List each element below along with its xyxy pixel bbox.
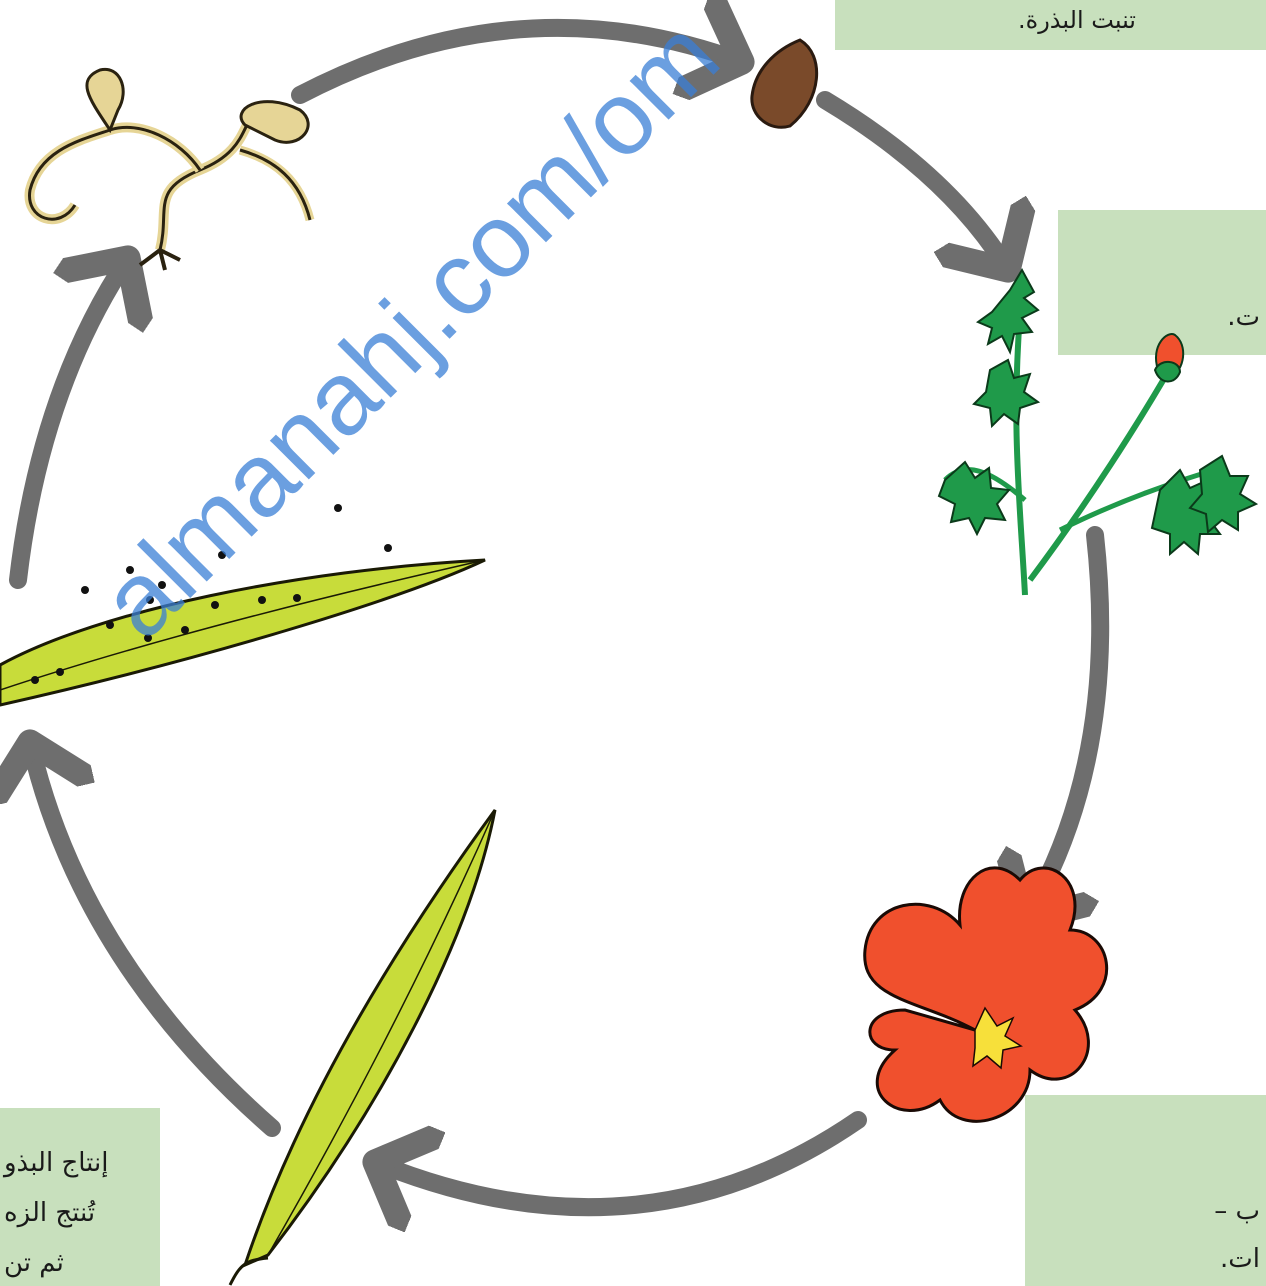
arrow-flower-to-pod — [375, 1120, 858, 1207]
seed-pod-illustration — [230, 810, 495, 1285]
label-box-growth — [1058, 210, 1266, 355]
label-pollination-line1: ب – — [1214, 1196, 1260, 1226]
arrow-pod-to-open-pod — [30, 742, 272, 1128]
label-seed-production-title: إنتاج البذو — [4, 1148, 108, 1178]
label-germination: تنبت البذرة. — [1018, 6, 1136, 34]
label-growth: ت. — [1227, 302, 1260, 332]
arrow-plant-to-flower — [1025, 535, 1100, 920]
flower-illustration — [865, 868, 1107, 1121]
arrow-seed-to-plant — [825, 100, 1008, 270]
label-pollination-line2: ات. — [1220, 1244, 1260, 1274]
seedling-illustration — [30, 69, 310, 270]
seed-illustration — [752, 40, 817, 127]
arrow-seedling-to-seed — [300, 28, 742, 95]
open-pod-illustration — [0, 504, 485, 705]
label-seed-production-line3: ثم تن — [4, 1248, 64, 1278]
label-seed-production-line2: تُنتج الزه — [4, 1198, 95, 1228]
arrow-open-pod-to-seedling — [18, 258, 128, 580]
